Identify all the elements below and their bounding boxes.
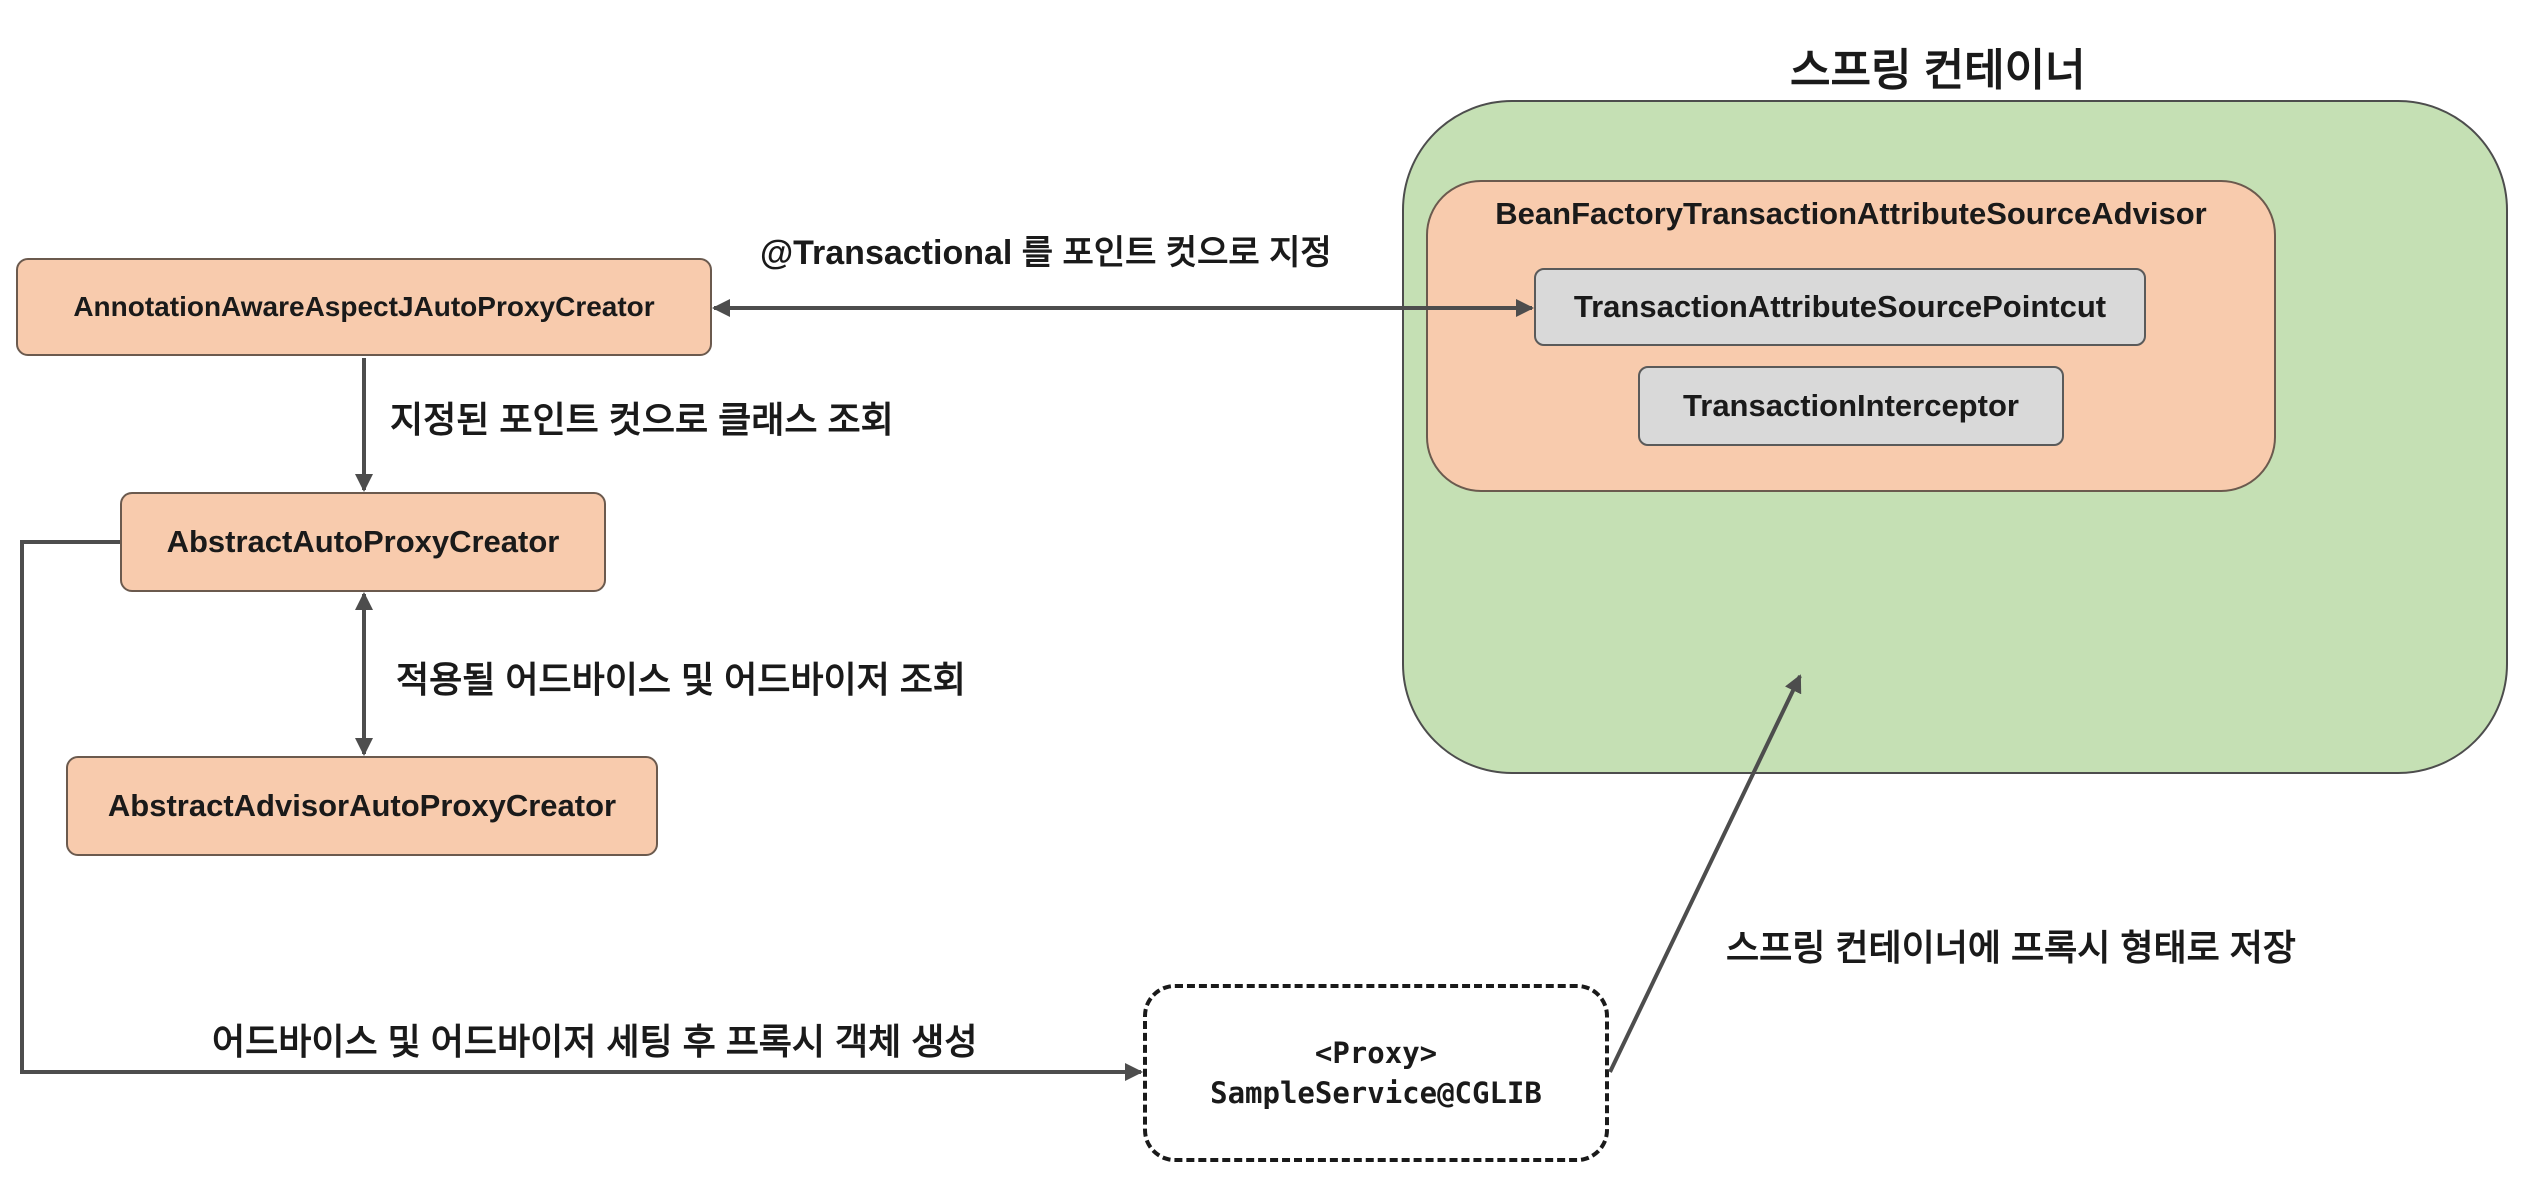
- pointcut-box: TransactionAttributeSourcePointcut: [1534, 268, 2146, 346]
- advice-lookup-label: 적용될 어드바이스 및 어드바이저 조회: [396, 659, 966, 700]
- annotation-creator-box: AnnotationAwareAspectJAutoProxyCreator: [16, 258, 712, 356]
- abstract-auto-creator-box: AbstractAutoProxyCreator: [120, 492, 606, 592]
- proxy-box: <Proxy> SampleService@CGLIB: [1143, 984, 1609, 1162]
- annotation-creator-label: AnnotationAwareAspectJAutoProxyCreator: [73, 291, 655, 322]
- create-proxy-label: 어드바이스 및 어드바이저 세팅 후 프록시 객체 생성: [212, 1021, 978, 1062]
- abstract-advisor-creator-label: AbstractAdvisorAutoProxyCreator: [107, 788, 617, 823]
- proxy-label-line1: <Proxy>: [1314, 1035, 1438, 1070]
- store-proxy-arrow: [1608, 674, 1802, 1073]
- class-lookup-label: 지정된 포인트 컷으로 클래스 조회: [390, 399, 894, 440]
- pointcut-assignment-label: @Transactional 를 포인트 컷으로 지정: [760, 234, 1332, 272]
- create-proxy-arrow: [20, 540, 1143, 1081]
- pointcut-label: TransactionAttributeSourcePointcut: [1573, 289, 2107, 324]
- interceptor-box: TransactionInterceptor: [1638, 366, 2064, 446]
- interceptor-label: TransactionInterceptor: [1683, 388, 2019, 423]
- spring-container-title: 스프링 컨테이너: [1790, 46, 2086, 95]
- abstract-advisor-creator-box: AbstractAdvisorAutoProxyCreator: [66, 756, 658, 856]
- store-proxy-label: 스프링 컨테이너에 프록시 형태로 저장: [1726, 927, 2296, 968]
- advisor-label: BeanFactoryTransactionAttributeSourceAdv…: [1495, 196, 2207, 231]
- abstract-auto-creator-label: AbstractAutoProxyCreator: [166, 524, 560, 559]
- proxy-label-line2: SampleService@CGLIB: [1210, 1076, 1542, 1110]
